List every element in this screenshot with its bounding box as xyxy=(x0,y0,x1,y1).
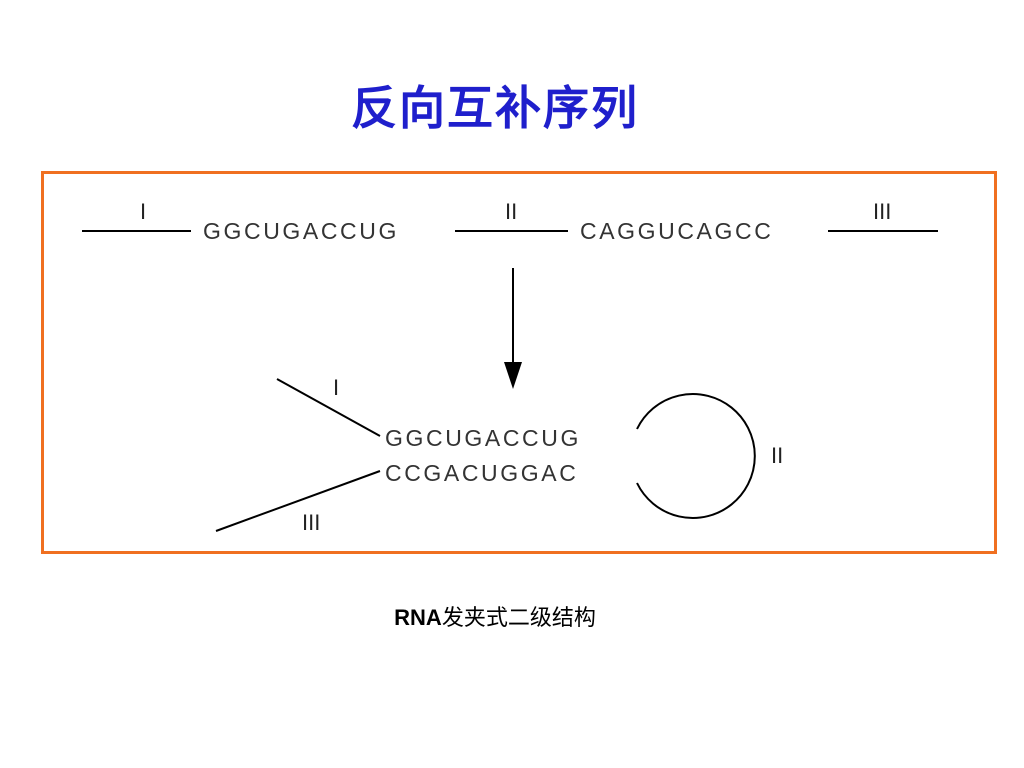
linear-region-ii-label: II xyxy=(505,199,517,224)
caption-rna: RNA xyxy=(394,605,442,630)
linear-region-i-label: I xyxy=(140,199,146,224)
figure-caption: RNA发夹式二级结构 xyxy=(0,600,990,632)
hairpin-loop-ii xyxy=(636,393,756,519)
hairpin-arm-iii-label: III xyxy=(302,510,320,535)
linear-region-iii-label: III xyxy=(873,199,891,224)
fold-arrow-head xyxy=(504,362,522,389)
hairpin-arm-iii-line xyxy=(215,470,381,532)
diagram-frame xyxy=(41,171,997,554)
hairpin-arm-i-label: I xyxy=(333,375,339,400)
hairpin-bottom-strand: CCGACUGGAC xyxy=(385,460,578,486)
caption-text: 发夹式二级结构 xyxy=(441,606,596,631)
linear-seq-right: CAGGUCAGCC xyxy=(580,218,773,244)
linear-seq-left: GGCUGACCUG xyxy=(203,218,399,244)
hairpin-top-strand: GGCUGACCUG xyxy=(385,425,581,451)
hairpin-arm-i-line xyxy=(276,378,381,437)
slide-title: 反向互补序列 xyxy=(351,81,639,135)
hairpin-loop-ii-label: II xyxy=(771,443,783,468)
